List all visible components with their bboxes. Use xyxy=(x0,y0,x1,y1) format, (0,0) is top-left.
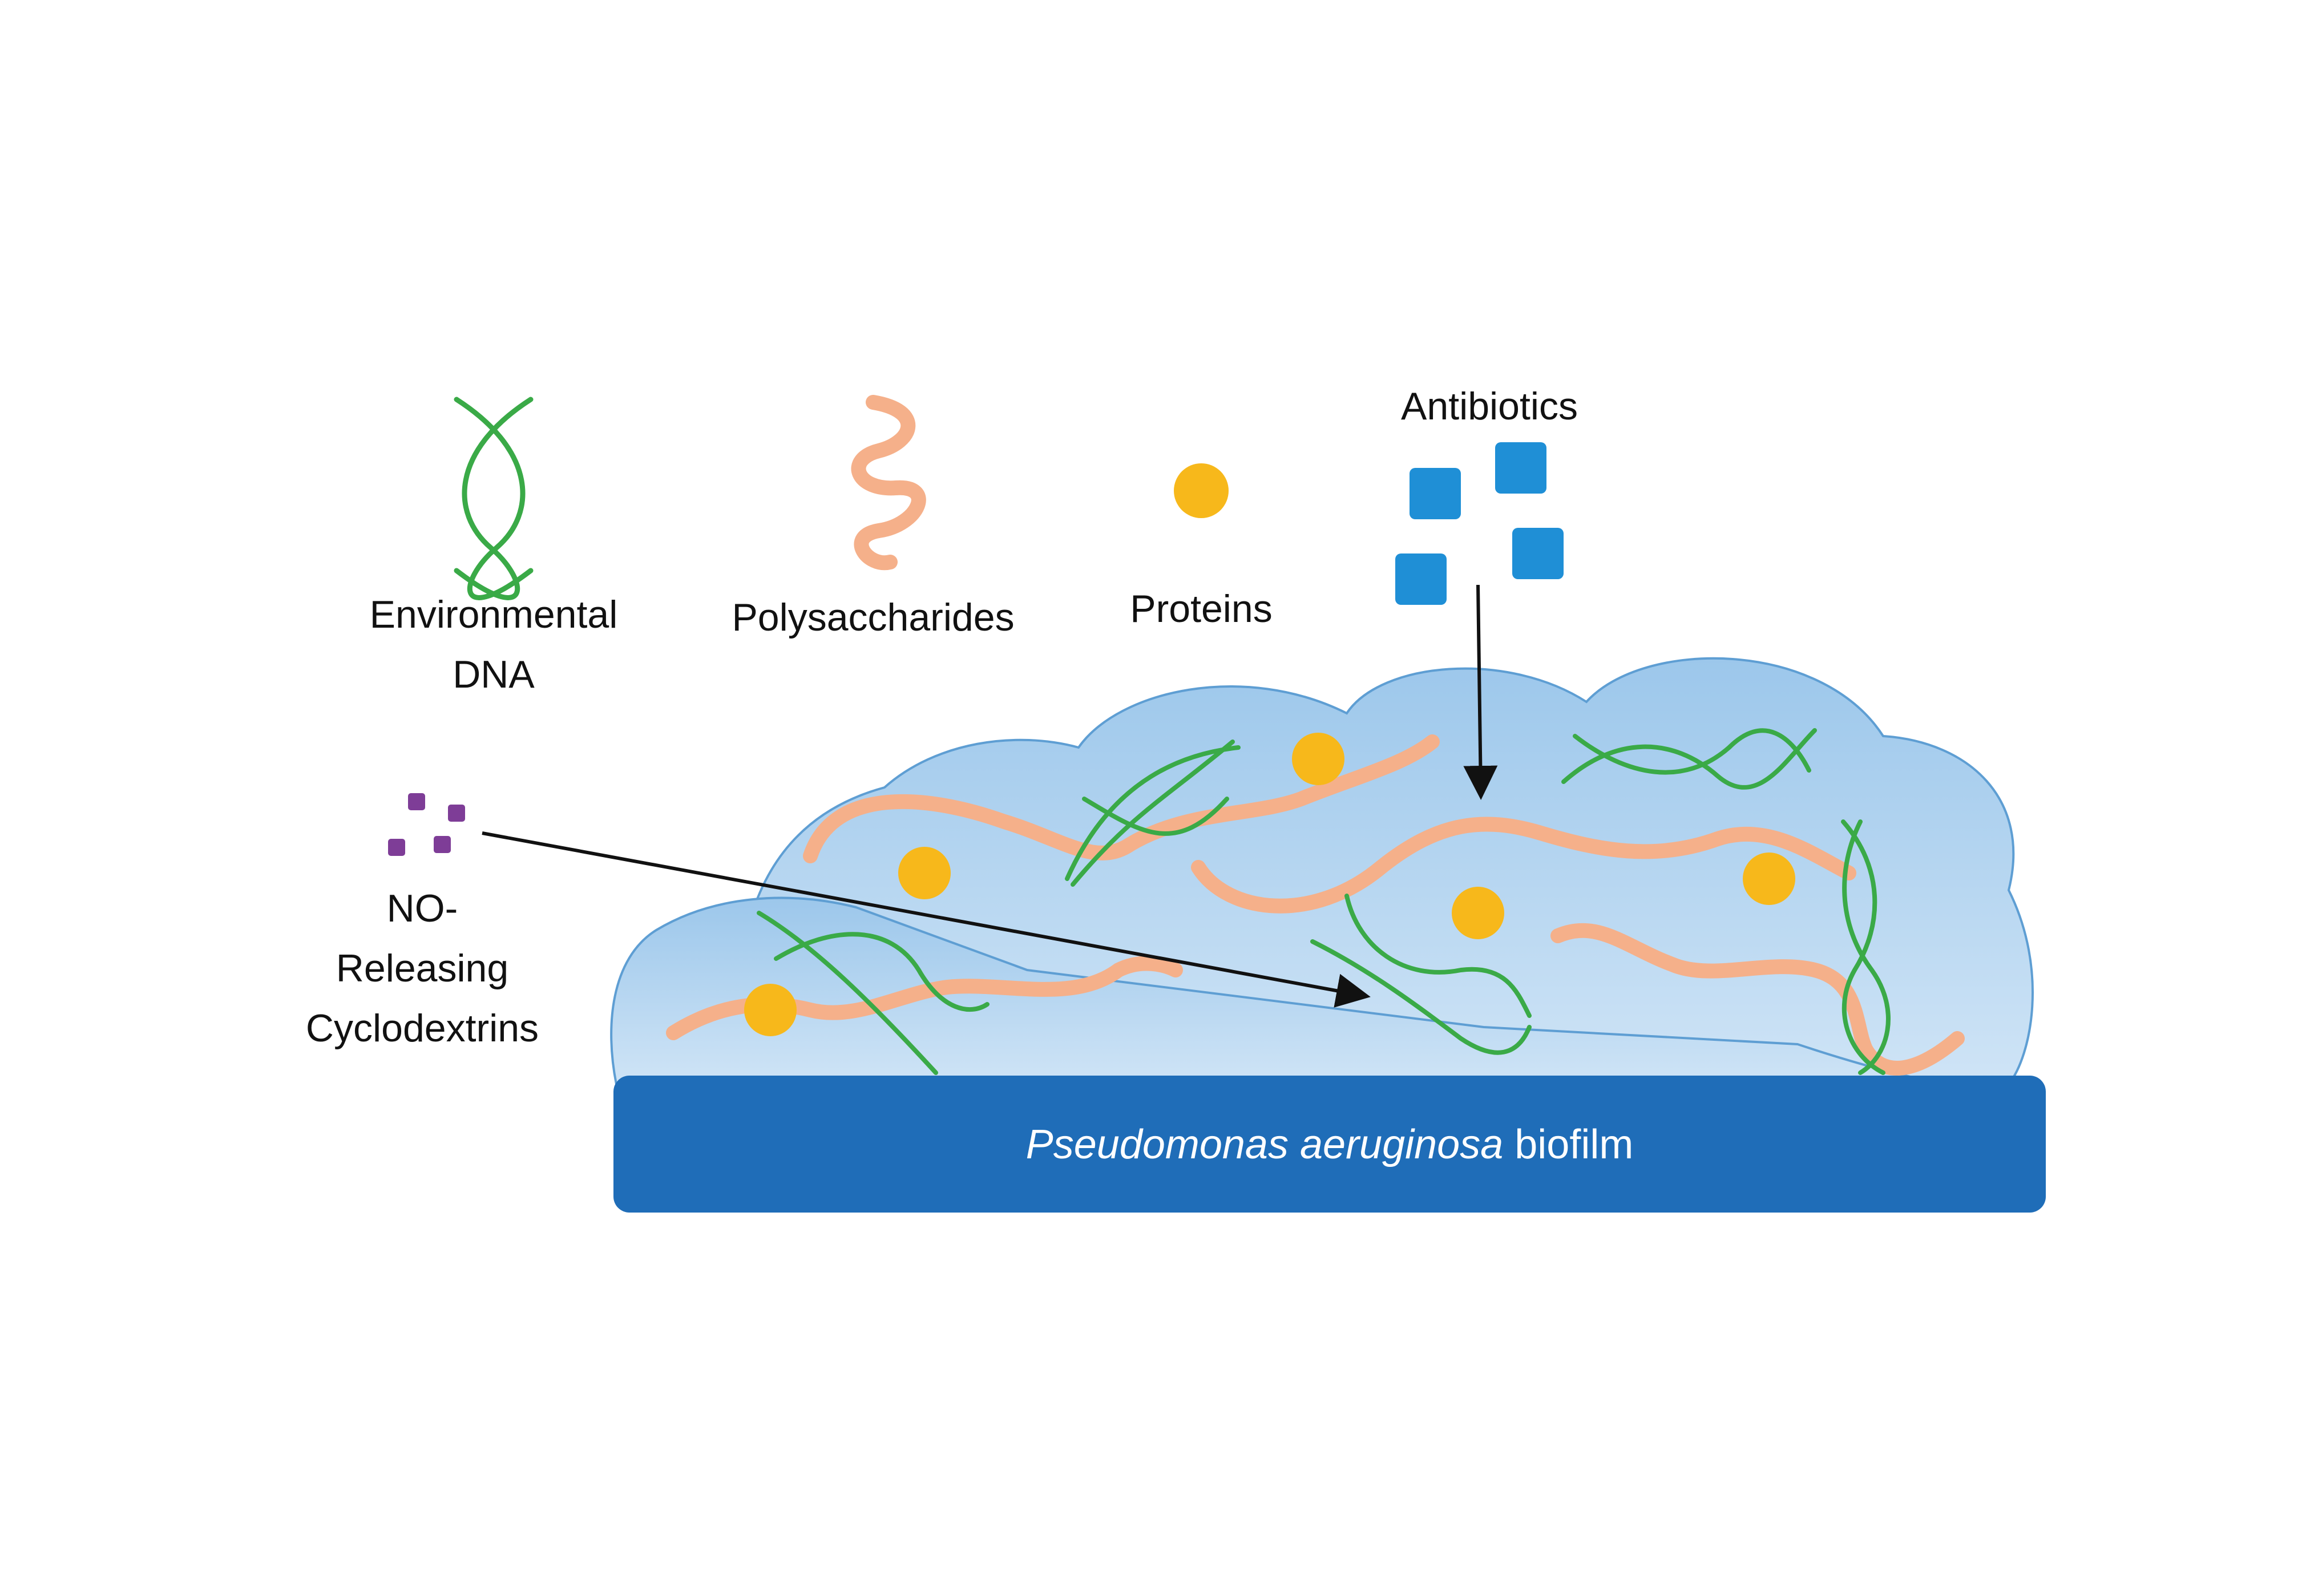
no-cyclodextrin-penetration-arrow xyxy=(482,831,1371,1008)
legend-polysaccharides: Polysaccharides xyxy=(732,596,1014,639)
legend-proteins: Proteins xyxy=(1130,587,1272,631)
biofilm-label-suffix: biofilm xyxy=(1503,1122,1633,1167)
legend-no-line3: Cyclodextrins xyxy=(306,1007,539,1050)
no-cyclodextrin-dot-icon xyxy=(388,793,465,856)
biofilm-label-species: Pseudomonas aeruginosa xyxy=(1026,1122,1504,1167)
matrix-proteins xyxy=(744,733,1795,1036)
legend: Environmental DNA Polysaccharides Protei… xyxy=(306,385,1578,1050)
legend-no-line2: Releasing xyxy=(336,947,508,990)
biofilm-matrix xyxy=(610,657,2034,1085)
antibiotic-penetration-arrow xyxy=(1463,584,1498,800)
matrix-dna-helices xyxy=(757,728,1891,1075)
legend-edna-line1: Environmental xyxy=(370,593,618,636)
dna-helix-icon xyxy=(454,397,534,600)
biofilm-label: Pseudomonas aeruginosa biofilm xyxy=(1026,1122,1634,1167)
matrix-polysaccharide-strands xyxy=(666,734,1965,1076)
legend-edna-line2: DNA xyxy=(453,653,535,696)
legend-antibiotics: Antibiotics xyxy=(1401,385,1578,428)
polysaccharide-strand-icon xyxy=(851,395,926,571)
legend-no-line1: NO- xyxy=(387,887,458,930)
antibiotic-square-icon xyxy=(1395,442,1564,605)
biofilm-base-bar xyxy=(613,1076,2046,1213)
protein-dot-icon xyxy=(1174,463,1229,518)
